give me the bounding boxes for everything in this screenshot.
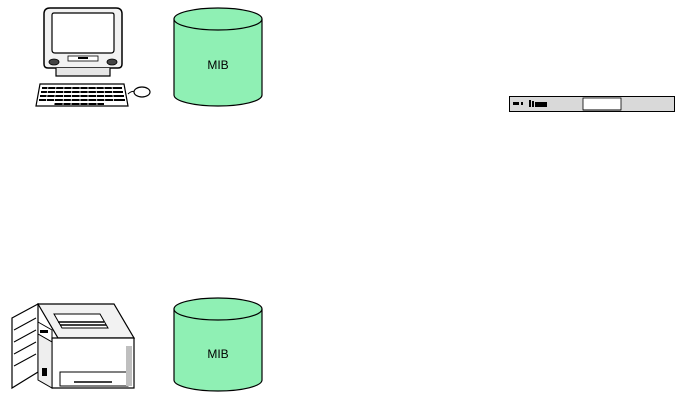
mib-label-bottom: MIB xyxy=(207,347,229,361)
network-switch-icon xyxy=(509,96,675,112)
printer-icon xyxy=(8,302,138,392)
database-icon xyxy=(173,297,263,392)
database-icon xyxy=(173,7,263,107)
mib-database-top: MIB xyxy=(172,6,264,108)
mib-label-top: MIB xyxy=(207,58,229,72)
desktop-computer-icon xyxy=(34,6,152,108)
mib-database-bottom: MIB xyxy=(172,296,264,394)
